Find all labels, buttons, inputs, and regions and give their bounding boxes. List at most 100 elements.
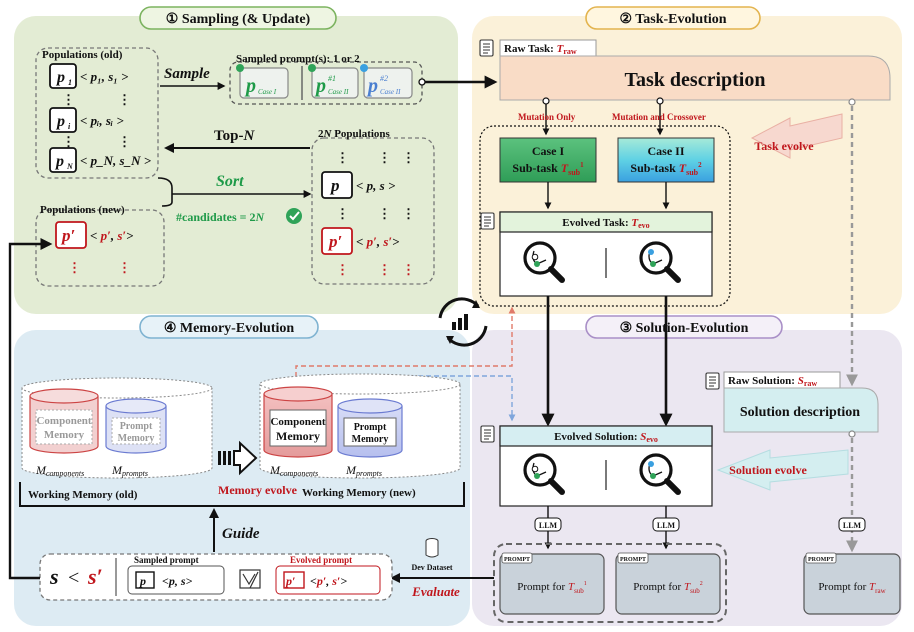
task-description-box: Task description — [499, 55, 891, 101]
sample-label: Sample — [164, 66, 210, 82]
candidates-label: #candidates = 2N — [176, 210, 266, 224]
svg-text:Mcomponents: Mcomponents — [35, 463, 84, 478]
svg-text:⋮: ⋮ — [118, 92, 131, 107]
sort-label: Sort — [216, 173, 244, 190]
svg-text:< p₁, s₁ >: < p₁, s₁ > — [80, 69, 129, 84]
svg-text:p: p — [55, 113, 65, 130]
svg-text:1: 1 — [68, 78, 72, 87]
llm-arrows: LLM LLM LLM — [534, 506, 866, 550]
red-feedback-line — [295, 306, 516, 382]
svg-text:p: p — [55, 69, 65, 86]
task-evolution-title: ② Task-Evolution — [585, 6, 761, 30]
svg-text:Memory: Memory — [352, 434, 389, 445]
svg-text:Sampled prompt(s): 1 or 2: Sampled prompt(s): 1 or 2 — [236, 53, 360, 65]
evolved-task-doc-icon — [480, 212, 495, 230]
svg-text:< p_N, s_N >: < p_N, s_N > — [80, 153, 152, 168]
blue-feedback-line — [367, 375, 516, 422]
svg-text:⋮: ⋮ — [336, 262, 349, 277]
svg-text:<: < — [68, 567, 79, 589]
guide-label: Guide — [222, 526, 260, 542]
prompts-container — [493, 543, 727, 623]
svg-text:⋮: ⋮ — [118, 260, 131, 275]
svg-text:< p, s >: < p, s > — [356, 178, 396, 193]
svg-text:⋮: ⋮ — [402, 262, 415, 277]
svg-text:PROMPT: PROMPT — [620, 557, 646, 563]
svg-text:LLM: LLM — [539, 521, 558, 530]
svg-text:p: p — [329, 176, 340, 195]
topn-label: Top-N — [214, 128, 255, 144]
svg-text:Case II: Case II — [328, 88, 349, 96]
svg-text:i: i — [68, 122, 71, 131]
svg-text:Sub-task Tsub1: Sub-task Tsub1 — [512, 161, 584, 177]
comparison-box: s < s′ Sampled prompt p <p, s> Evolved p… — [39, 553, 393, 601]
solution-description-box: Solution description — [723, 387, 879, 433]
svg-text:⋮: ⋮ — [378, 206, 391, 221]
svg-text:LLM: LLM — [843, 521, 862, 530]
evolved-task-box: Evolved Task: Tevo — [499, 211, 713, 297]
svg-text:Prompt for Tsub2: Prompt for Tsub2 — [633, 581, 703, 595]
sampled-prompts-box: Sampled prompt(s): 1 or 2 p Case I p #1 … — [229, 53, 426, 105]
svg-text:p: p — [366, 75, 378, 97]
sampling-title: ① Sampling (& Update) — [139, 6, 337, 30]
populations-new-group: Populations (new) p′ < p′, s′> ⋮ ⋮ — [35, 204, 165, 287]
svg-text:③ Solution-Evolution: ③ Solution-Evolution — [620, 321, 749, 336]
svg-text:PROMPT: PROMPT — [808, 557, 834, 563]
svg-text:<p′, s′>: <p′, s′> — [310, 574, 347, 588]
working-memory-old: Component Memory Prompt Memory Mcomponen… — [21, 377, 213, 479]
memory-bracket — [19, 482, 465, 507]
raw-solution-label: Raw Solution: Sraw — [723, 371, 841, 389]
svg-text:⋮: ⋮ — [402, 206, 415, 221]
svg-text:Component: Component — [270, 416, 325, 428]
svg-text:p: p — [314, 75, 326, 97]
solution-evolve-arrow: Solution evolve — [716, 449, 849, 491]
svg-text:p′: p′ — [327, 232, 342, 251]
prompt-raw-box: PROMPT Prompt for Traw — [803, 552, 901, 615]
svg-text:Mprompts: Mprompts — [345, 463, 382, 478]
working-memory-new-label: Working Memory (new) — [302, 487, 416, 499]
svg-text:④ Memory-Evolution: ④ Memory-Evolution — [164, 321, 295, 336]
svg-text:⋮: ⋮ — [378, 262, 391, 277]
memory-evolve-label: Memory evolve — [218, 483, 298, 497]
svg-text:Populations (new): Populations (new) — [40, 204, 125, 216]
svg-text:Sampled prompt: Sampled prompt — [134, 555, 199, 565]
svg-text:Task description: Task description — [625, 69, 766, 91]
svg-text:⋮: ⋮ — [118, 134, 131, 149]
svg-text:< p′, s′>: < p′, s′> — [90, 228, 134, 243]
svg-text:Case I: Case I — [258, 88, 277, 96]
task-evolve-arrow: Task evolve — [750, 113, 843, 159]
svg-text:< pᵢ, sᵢ >: < pᵢ, sᵢ > — [80, 113, 124, 128]
svg-text:N: N — [66, 162, 74, 171]
svg-text:Component: Component — [36, 415, 91, 427]
svg-text:② Task-Evolution: ② Task-Evolution — [619, 12, 726, 27]
sort-connector — [157, 177, 173, 207]
svg-text:Prompt: Prompt — [354, 422, 387, 433]
svg-text:Memory: Memory — [276, 429, 320, 443]
svg-text:p: p — [54, 153, 64, 170]
raw-task-label: Raw Task: Traw — [499, 39, 597, 57]
svg-text:Prompt: Prompt — [120, 421, 153, 432]
memory-evolution-title: ④ Memory-Evolution — [139, 315, 319, 339]
svg-text:① Sampling (& Update): ① Sampling (& Update) — [166, 12, 311, 27]
svg-text:Memory: Memory — [44, 429, 85, 441]
svg-text:#1: #1 — [328, 74, 336, 83]
svg-text:⋮: ⋮ — [402, 150, 415, 165]
raw-solution-doc-icon — [705, 372, 720, 390]
svg-text:2N Populations: 2N Populations — [318, 128, 391, 140]
svg-text:Case II: Case II — [647, 144, 684, 158]
update-loop-arrow — [8, 238, 53, 580]
mutation-only-label: Mutation Only — [518, 112, 576, 122]
svg-text:⋮: ⋮ — [62, 92, 75, 107]
svg-text:⋮: ⋮ — [336, 206, 349, 221]
task-evolution-container — [479, 125, 731, 307]
svg-text:Mcomponents: Mcomponents — [269, 463, 318, 478]
svg-text:⋮: ⋮ — [62, 134, 75, 149]
dev-dataset-icon — [425, 538, 439, 558]
svg-text:Solution evolve: Solution evolve — [729, 463, 807, 477]
svg-text:Solution description: Solution description — [740, 405, 860, 420]
prompt-sub2-box: PROMPT Prompt for Tsub2 — [615, 552, 721, 615]
svg-text:Case I: Case I — [532, 144, 565, 158]
svg-text:⋮: ⋮ — [68, 260, 81, 275]
svg-text:s: s — [49, 564, 59, 589]
